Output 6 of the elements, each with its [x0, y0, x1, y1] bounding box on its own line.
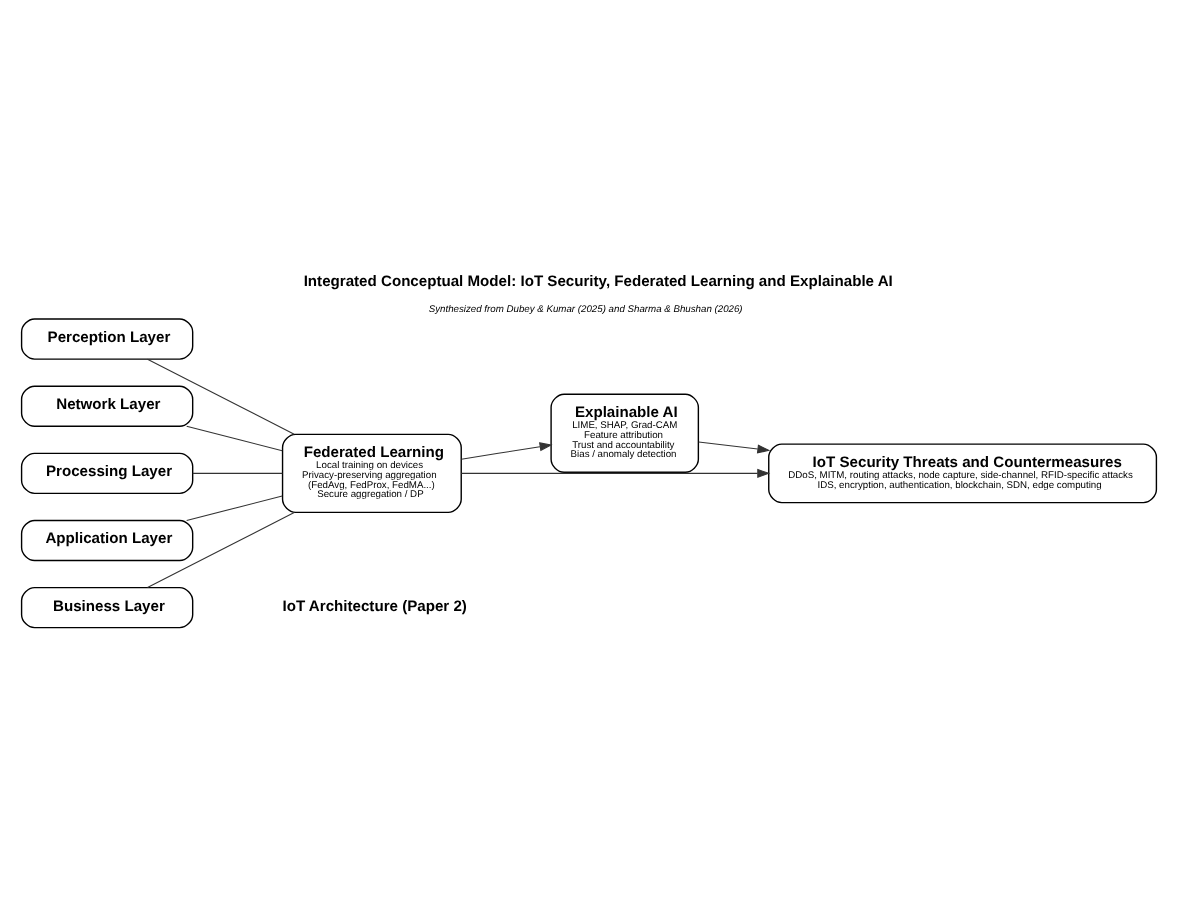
connector: [192, 472, 283, 474]
arrow: [698, 441, 771, 454]
connector: [186, 425, 283, 452]
arrow: [460, 442, 553, 460]
connector: [186, 495, 283, 521]
arrow: [460, 468, 771, 478]
